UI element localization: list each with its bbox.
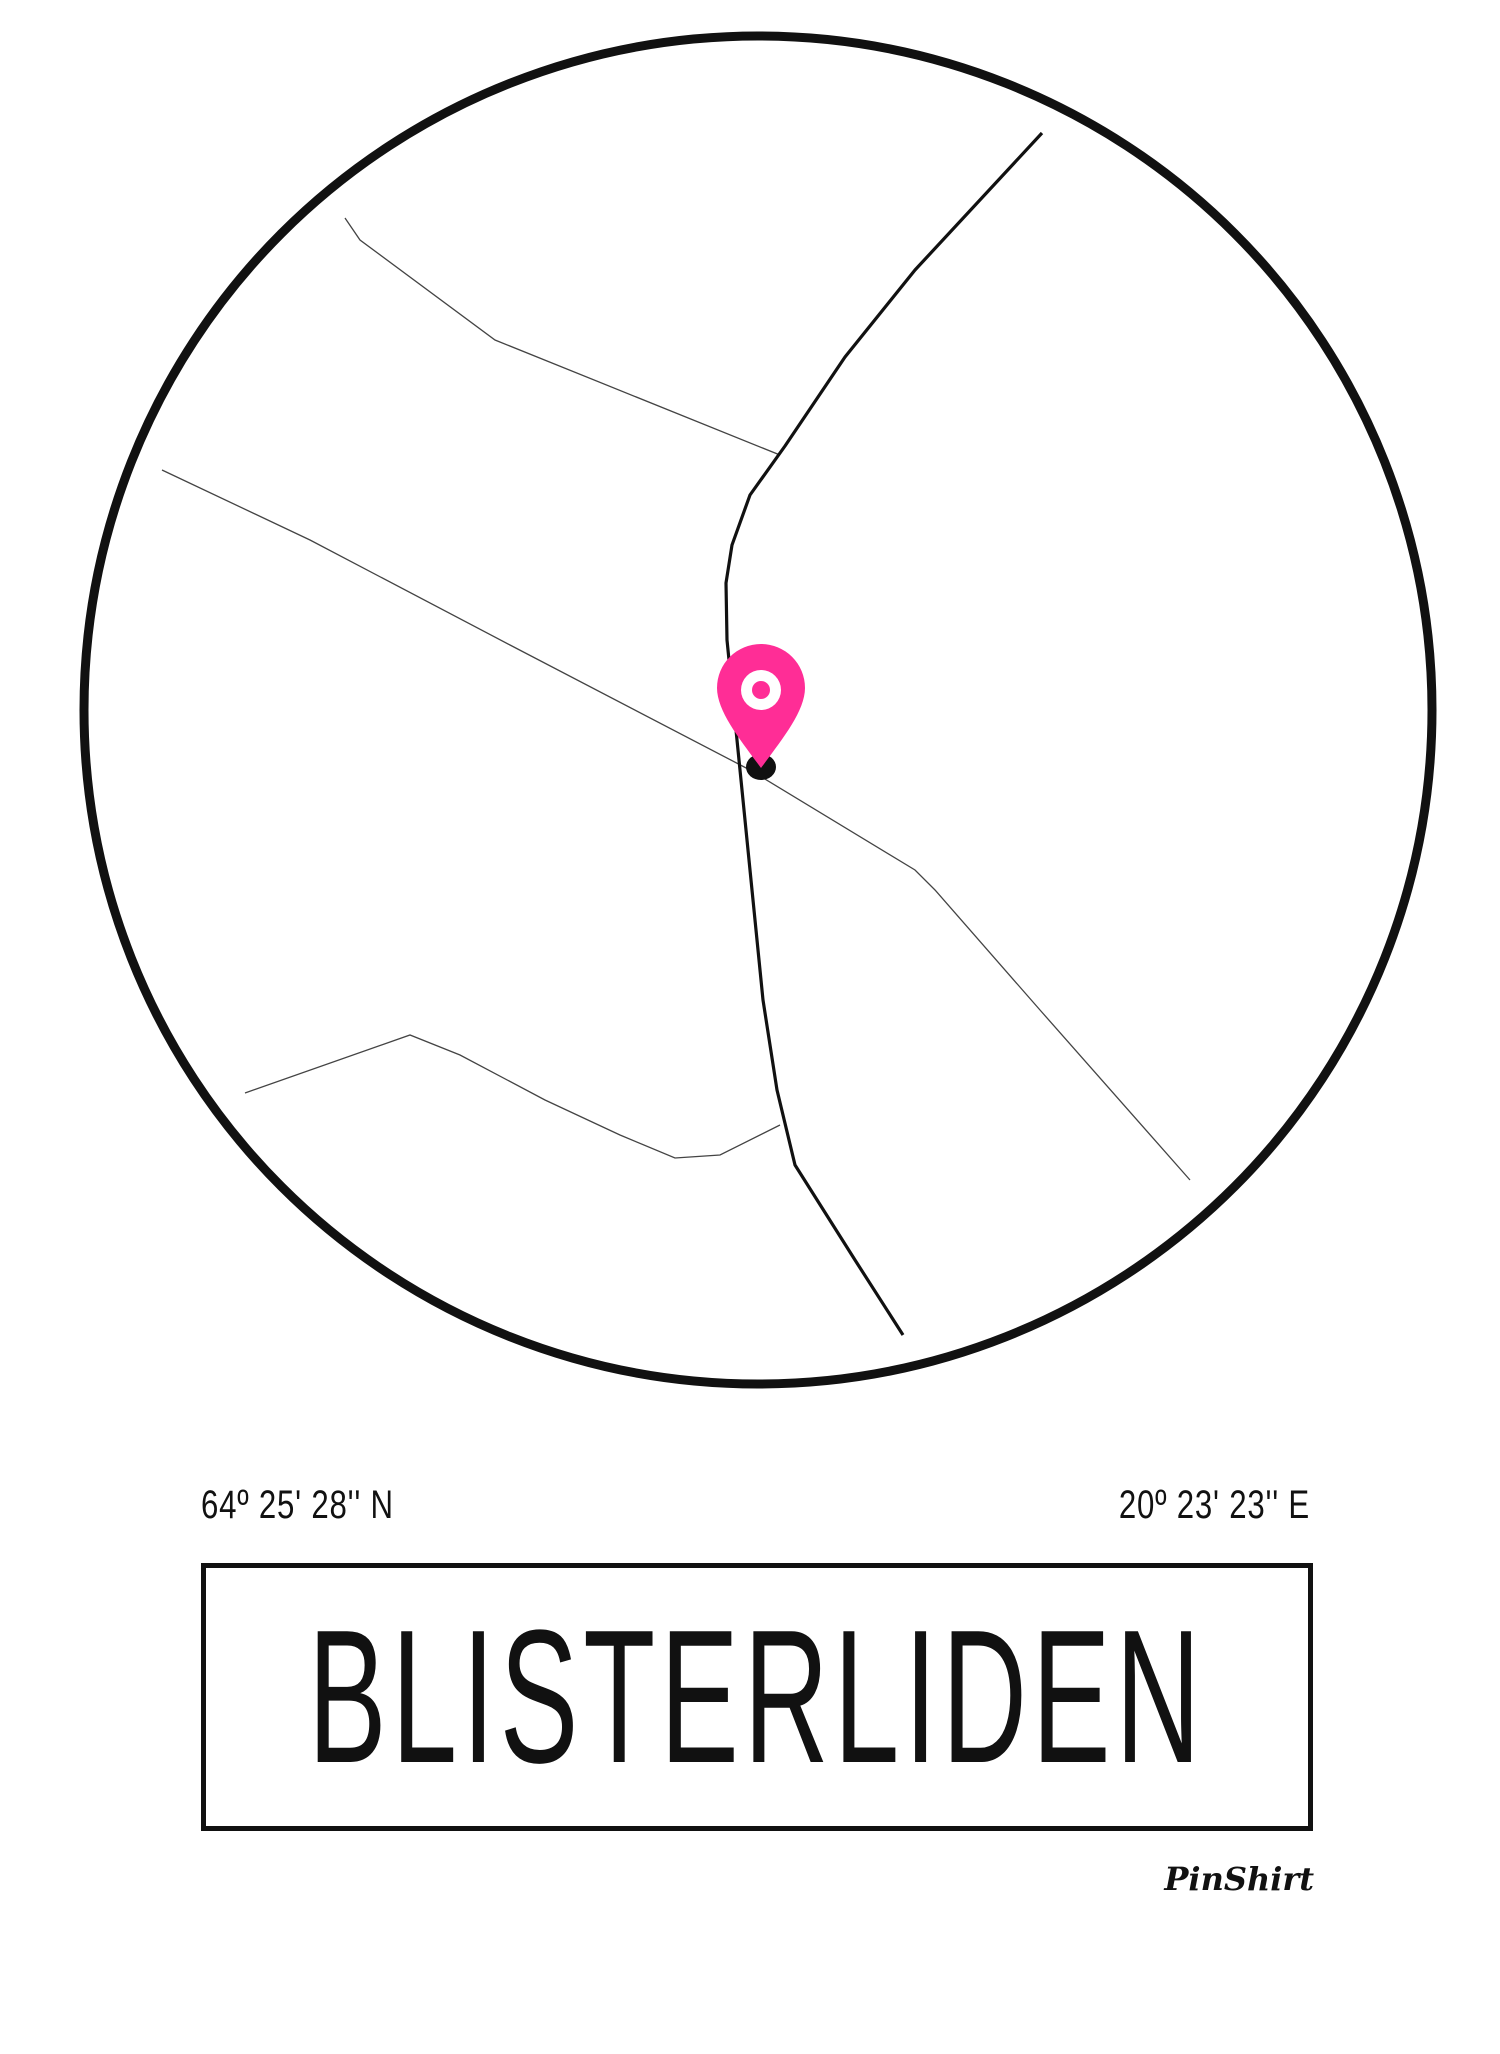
brand-logo: PinShirt — [1164, 1860, 1314, 1898]
minor-road-south-west — [244, 1034, 781, 1159]
minor-road-diagonal — [161, 469, 1191, 1181]
place-name: BLISTERLIDEN — [308, 1591, 1206, 1803]
latitude-label: 64º 25' 28'' N — [201, 1483, 394, 1527]
longitude-label: 20º 23' 23'' E — [1118, 1483, 1310, 1527]
minor-road-north-west — [344, 217, 781, 456]
map-pin-icon — [717, 644, 805, 780]
map-circle-border — [79, 31, 1437, 1389]
place-name-box: BLISTERLIDEN — [201, 1563, 1313, 1831]
